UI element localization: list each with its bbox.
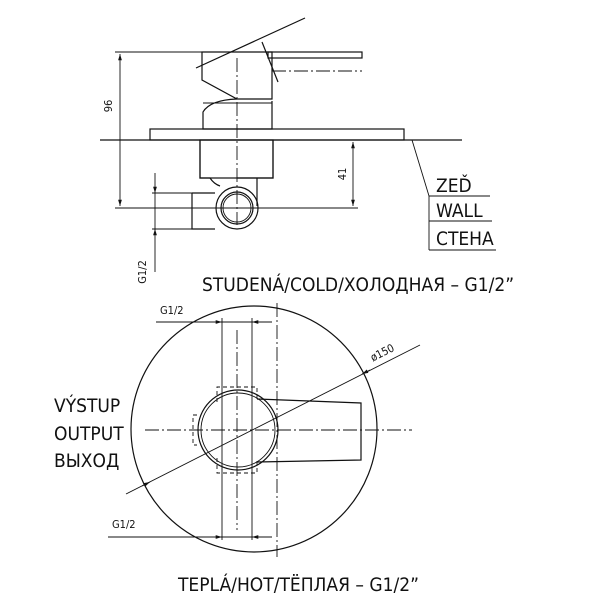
lever-open-position (195, 17, 306, 69)
dim-depth-label: 41 (336, 168, 349, 181)
dim-bottom-label: G1/2 (112, 518, 136, 531)
mixer-body-bottom (199, 140, 274, 206)
cover-plate (130, 305, 378, 553)
wall-label-cz: ZEĎ (436, 174, 472, 197)
output-label-cz: VÝSTUP (54, 394, 120, 417)
wall-label-en: WALL (436, 200, 483, 222)
wall-label-ru: СТЕНА (436, 228, 494, 250)
cold-inlet-label: STUDENÁ/COLD/ХОЛОДНАЯ – G1/2” (202, 273, 514, 296)
dim-top-label: G1/2 (160, 304, 184, 317)
output-label-en: OUTPUT (54, 423, 124, 445)
escutcheon (197, 389, 279, 471)
mixer-body-top (201, 51, 273, 100)
wall-plate (149, 128, 405, 141)
wall-leader (411, 139, 430, 197)
mixer-body-neck (202, 98, 273, 130)
side-view: 96 41 G1/2 ZEĎ WALL СТЕНА (100, 17, 496, 284)
dim-height-label: 96 (102, 100, 115, 113)
inlet-stub (191, 192, 215, 230)
cartridge-housing (199, 139, 274, 179)
lever (267, 51, 363, 59)
hot-inlet-label: TEPLÁ/HOT/TЁПЛАЯ – G1/2” (177, 573, 419, 596)
output-label-ru: ВЫХОД (54, 450, 119, 472)
dim-diameter-line (125, 344, 421, 495)
dim-inlet-label: G1/2 (136, 260, 149, 284)
body-outline-hidden (192, 386, 258, 474)
front-view: ø150 G1/2 G1/2 VÝSTUP OUTPUT ВЫХОД (54, 303, 421, 557)
lever-handle (256, 398, 362, 463)
dim-diameter-label: ø150 (368, 341, 396, 364)
